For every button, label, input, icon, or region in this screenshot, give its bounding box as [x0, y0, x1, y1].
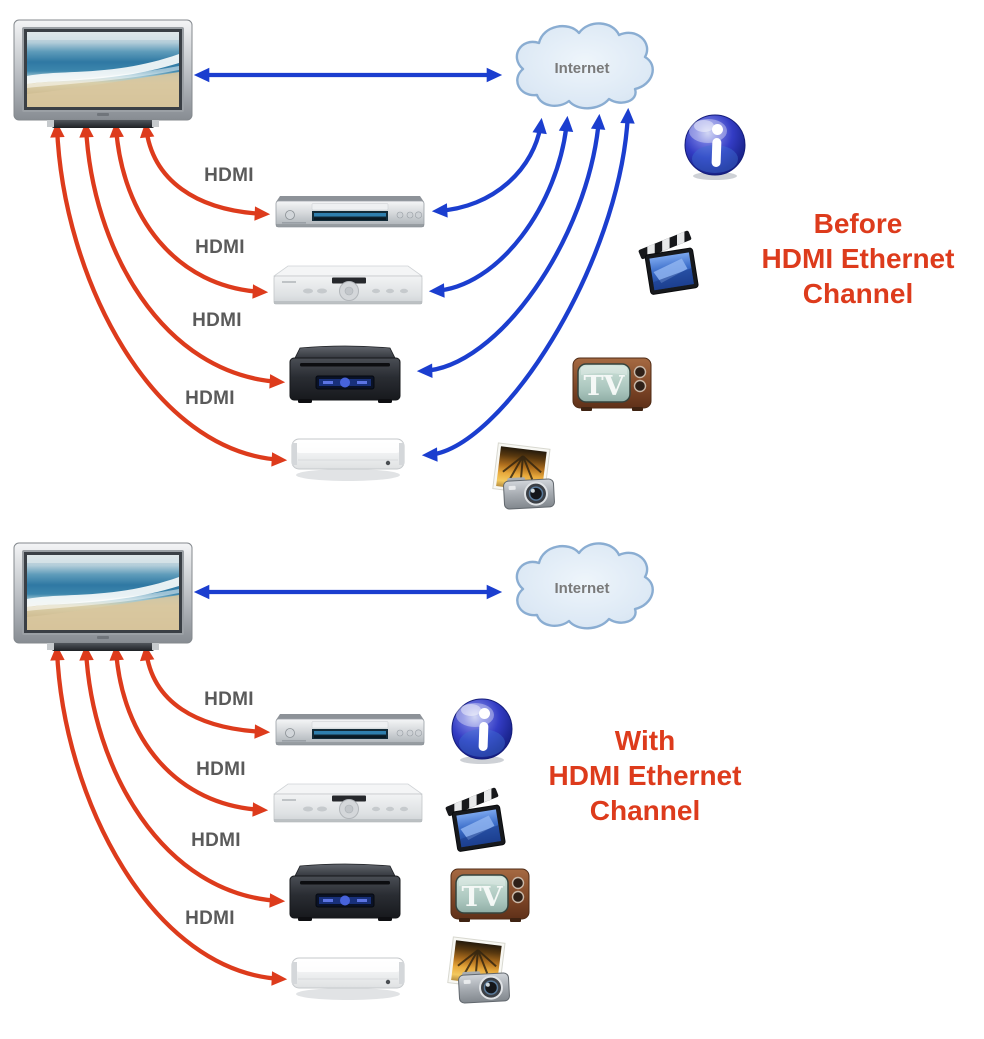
hdmi-arrow-4: [50, 644, 288, 986]
title-line: HDMI Ethernet: [548, 760, 742, 791]
internet-cloud-label: Internet: [554, 580, 610, 597]
hdmi-label: HDMI: [185, 908, 235, 929]
title-line: Channel: [589, 795, 701, 826]
movie-clapper-icon: [442, 786, 507, 854]
media-player: [291, 957, 405, 1001]
section-title-with: With HDMI Ethernet Channel: [542, 723, 748, 828]
hdmi-label: HDMI: [191, 830, 241, 851]
media-player: [291, 438, 405, 482]
hdmi-label: HDMI: [185, 388, 235, 409]
ethernet-arrow-device-3: [416, 113, 606, 378]
ethernet-arrow-device-2: [428, 115, 574, 298]
hdmi-arrow-2: [109, 121, 269, 299]
retro-tv-icon: [450, 868, 530, 923]
blu-ray-player: [275, 195, 425, 228]
av-receiver: [289, 863, 401, 922]
photo-camera-icon: [446, 935, 511, 1005]
hdmi-label: HDMI: [195, 237, 245, 258]
hdmi-arrow-4: [50, 121, 288, 467]
title-line: Before: [813, 208, 903, 239]
set-top-box: [273, 265, 423, 305]
retro-tv-icon: [572, 357, 652, 412]
set-top-box: [273, 783, 423, 823]
info-icon: [451, 698, 513, 765]
hdmi-label: HDMI: [204, 689, 254, 710]
info-icon: [684, 114, 746, 181]
hdmi-label: HDMI: [196, 759, 246, 780]
ethernet-arrow-device-4: [421, 107, 635, 462]
internet-cloud-label: Internet: [554, 60, 610, 77]
photo-camera-icon: [491, 441, 556, 511]
av-receiver: [289, 345, 401, 404]
section-title-before: Before HDMI Ethernet Channel: [757, 206, 959, 311]
movie-clapper-icon: [635, 229, 700, 297]
section-before-graphics: [13, 19, 746, 511]
title-line: HDMI Ethernet: [761, 243, 955, 274]
hdmi-label: HDMI: [204, 165, 254, 186]
flat-panel-tv: [13, 19, 193, 129]
ethernet-arrow-device-1: [431, 117, 547, 218]
title-line: Channel: [802, 278, 914, 309]
title-line: With: [614, 725, 676, 756]
flat-panel-tv: [13, 542, 193, 652]
hdmi-label: HDMI: [192, 310, 242, 331]
blu-ray-player: [275, 713, 425, 746]
section-with-graphics: [13, 542, 654, 1005]
